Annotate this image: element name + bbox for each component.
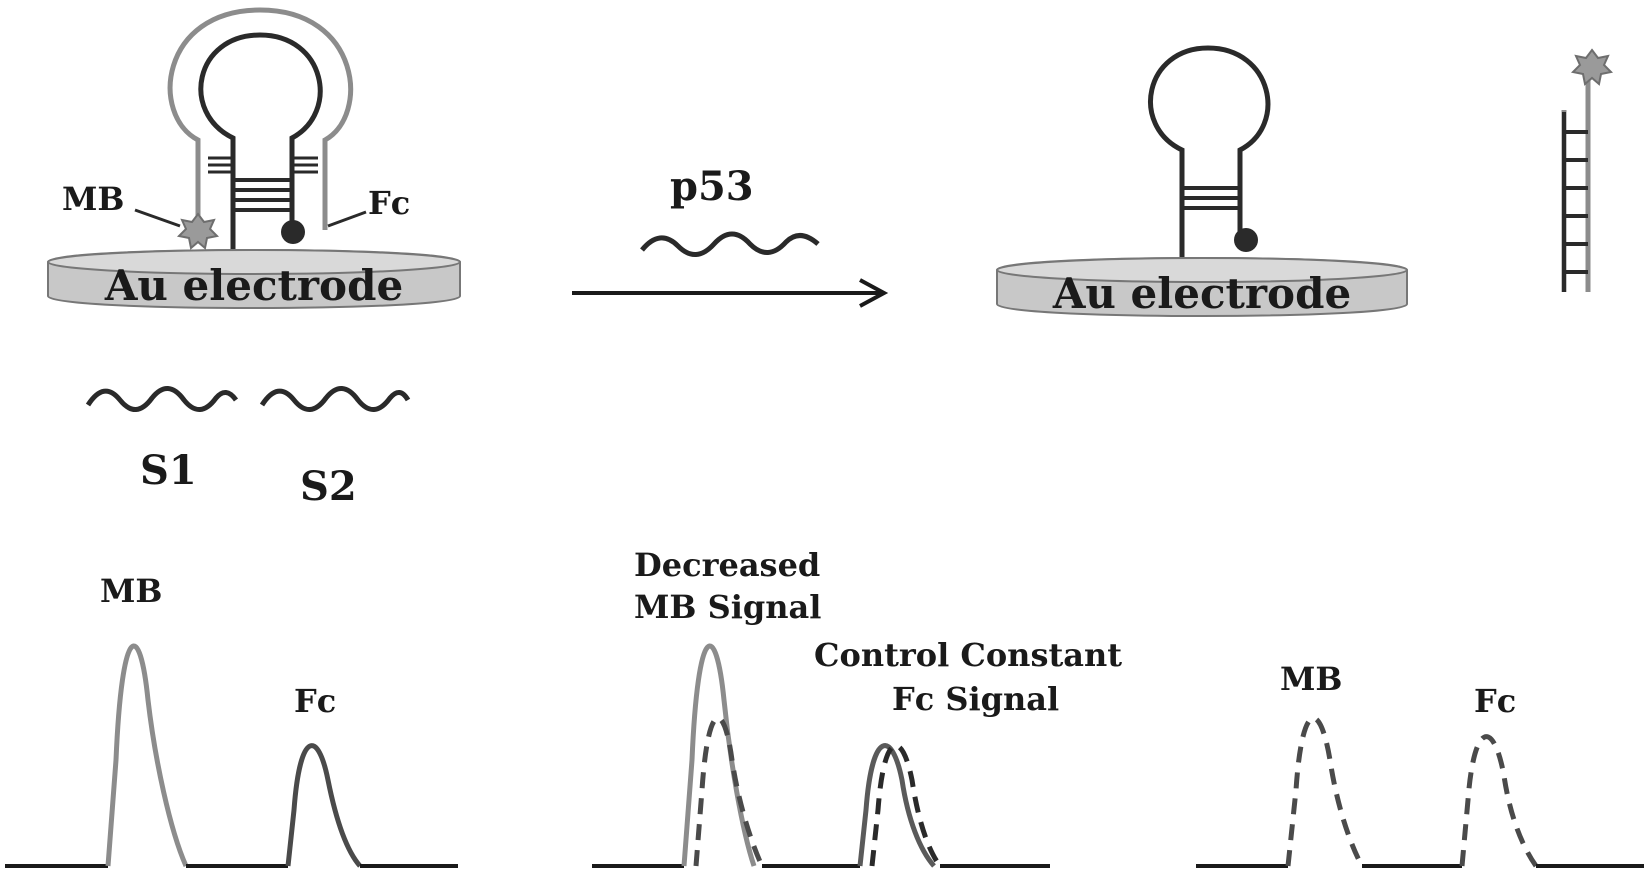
s2-strand <box>262 388 408 409</box>
panel1-fc-label: Fc <box>294 682 336 720</box>
right-stem-base-pairs <box>1182 188 1240 208</box>
s1-strand <box>88 388 236 409</box>
panel1-fc-peak <box>288 746 360 866</box>
s1-label: S1 <box>140 447 197 494</box>
panel3-mb-peak-dashed <box>1288 718 1362 866</box>
mb-label: MB <box>62 180 124 218</box>
p53-strand <box>642 234 818 255</box>
s2-label: S2 <box>300 463 357 510</box>
duplex-rungs <box>1564 132 1588 272</box>
outer-gray-loop <box>170 10 350 230</box>
left-side-pairs <box>208 158 233 172</box>
panel2-fc-peak-solid <box>860 746 934 866</box>
fc-label: Fc <box>368 184 410 222</box>
right-electrode-assembly: Au electrode <box>997 48 1407 318</box>
right-side-pairs <box>292 158 318 172</box>
panel3-fc-peak-dashed <box>1462 737 1536 866</box>
stem-base-pairs <box>233 180 292 210</box>
panel2-decreased-line2: MB Signal <box>634 588 821 626</box>
mb-star-icon <box>179 214 217 248</box>
signal-panel-3: MB Fc <box>1196 660 1644 866</box>
panel1-mb-peak <box>108 646 186 866</box>
free-strands: S1 S2 <box>88 388 408 510</box>
left-electrode-assembly: MB Fc Au electrode <box>48 10 460 310</box>
panel3-mb-label: MB <box>1280 660 1342 698</box>
fc-dot-icon <box>281 220 305 244</box>
panel2-mb-peak-solid <box>684 646 754 866</box>
released-duplex <box>1564 50 1611 292</box>
right-electrode-label: Au electrode <box>1052 269 1351 318</box>
panel2-control-line2: Fc Signal <box>892 680 1059 718</box>
fc-pointer <box>328 212 366 226</box>
signal-panel-2: Decreased MB Signal Control Constant Fc … <box>592 546 1122 866</box>
signal-panel-1: MB Fc <box>5 572 458 866</box>
panel1-mb-label: MB <box>100 572 162 610</box>
reaction-arrow-group: p53 <box>572 163 884 306</box>
released-mb-star-icon <box>1573 50 1611 84</box>
panel2-decreased-line1: Decreased <box>634 546 820 584</box>
left-electrode-label: Au electrode <box>104 261 403 310</box>
right-fc-dot-icon <box>1234 228 1258 252</box>
p53-label: p53 <box>670 163 754 210</box>
panel2-control-line1: Control Constant <box>814 636 1122 674</box>
mb-pointer <box>135 210 180 226</box>
panel3-fc-label: Fc <box>1474 682 1516 720</box>
